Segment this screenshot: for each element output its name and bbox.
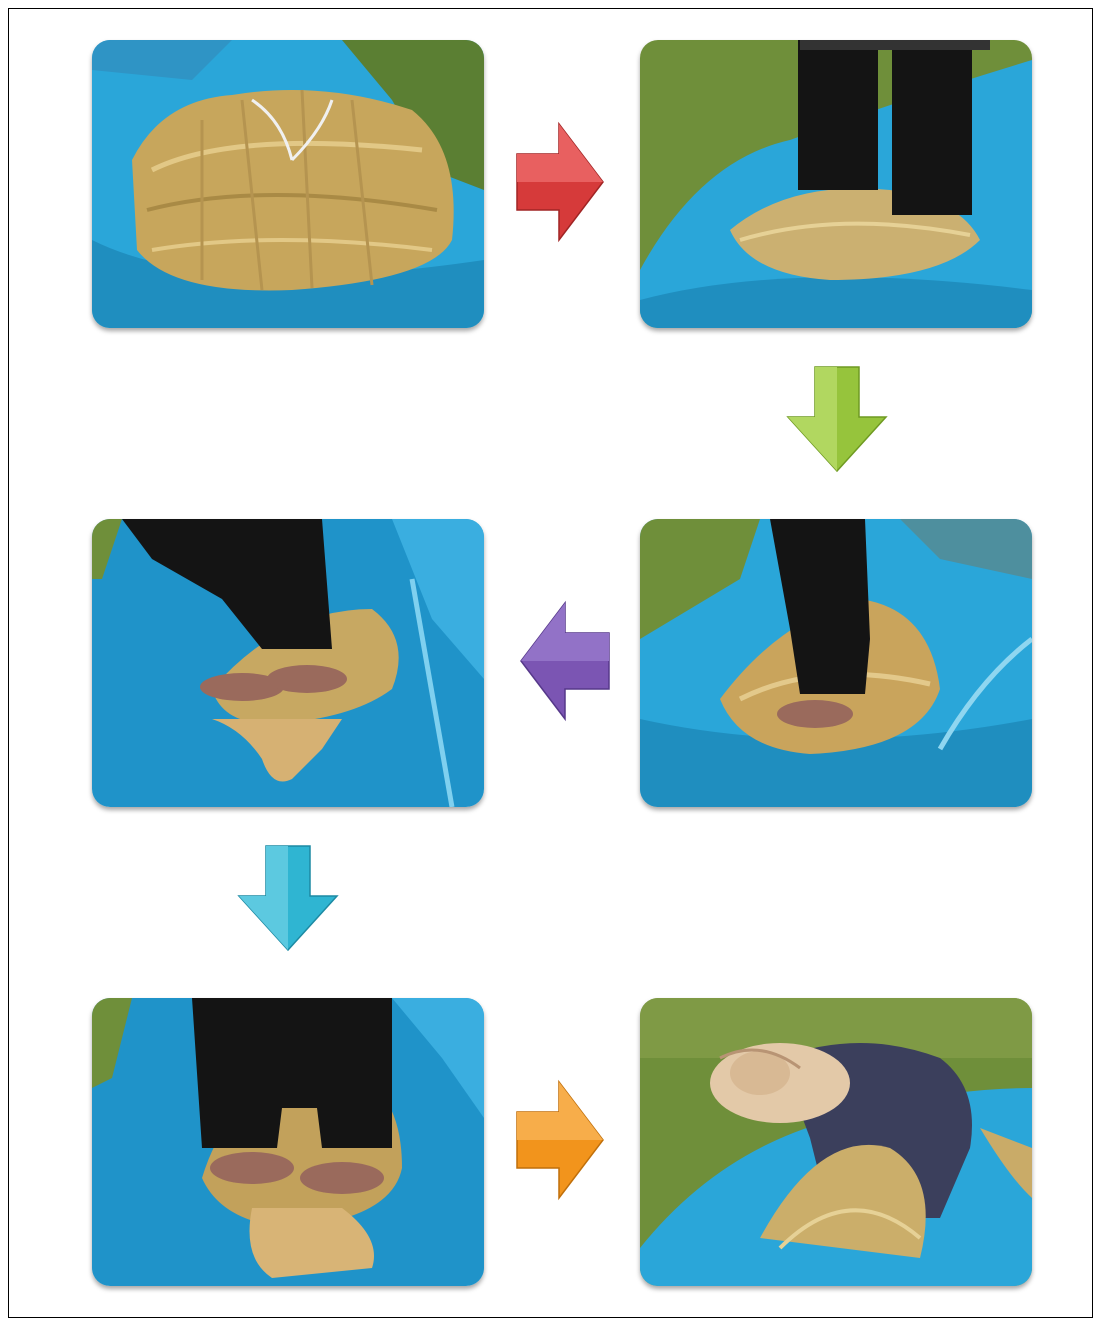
arrow-step-4-to-5 [239,846,337,950]
photo-step-3-trampling-close [640,519,1032,807]
photo-step-1-bundle [92,40,484,328]
arrow-step-3-to-4 [521,603,609,719]
photo-step-4-grains-appear [92,519,484,807]
diagram-frame [8,8,1093,1318]
photo-step-2-trampling-start [640,40,1032,328]
arrow-step-5-to-6 [517,1082,603,1198]
photo-step-5-grains-collected [92,998,484,1286]
arrow-step-2-to-3 [788,367,886,471]
photo-step-6-gathering-straw [640,998,1032,1286]
arrow-step-1-to-2 [517,124,603,240]
